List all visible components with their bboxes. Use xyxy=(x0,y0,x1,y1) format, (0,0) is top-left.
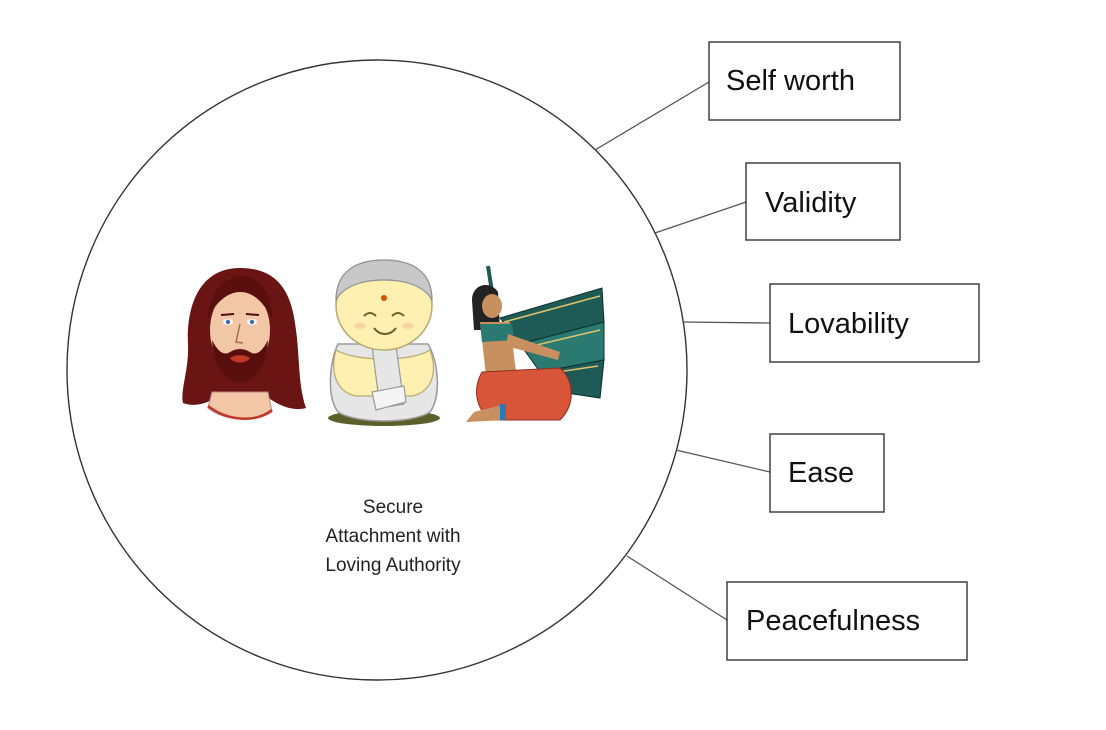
box-self-worth: Self worth xyxy=(708,41,901,121)
center-label-line-2: Attachment with xyxy=(325,526,460,547)
box-lovability: Lovability xyxy=(769,283,980,363)
buddha-figure xyxy=(328,259,440,426)
winged-goddess-figure xyxy=(466,265,605,422)
center-label-line-1: Secure xyxy=(363,497,423,518)
jesus-figure xyxy=(182,268,306,420)
box-label-ease: Ease xyxy=(788,457,854,489)
box-label-peacefulness: Peacefulness xyxy=(746,605,920,637)
box-label-validity: Validity xyxy=(765,187,857,219)
box-validity: Validity xyxy=(745,162,901,241)
box-peacefulness: Peacefulness xyxy=(726,581,968,661)
box-ease: Ease xyxy=(769,433,885,513)
connector-lovability xyxy=(682,321,771,324)
box-label-self-worth: Self worth xyxy=(726,65,855,97)
center-label-line-3: Loving Authority xyxy=(325,555,461,576)
box-label-lovability: Lovability xyxy=(788,308,909,340)
connector-self-worth xyxy=(594,81,710,151)
connector-ease xyxy=(675,449,771,473)
connector-validity xyxy=(654,201,747,234)
connector-peacefulness xyxy=(626,555,728,621)
